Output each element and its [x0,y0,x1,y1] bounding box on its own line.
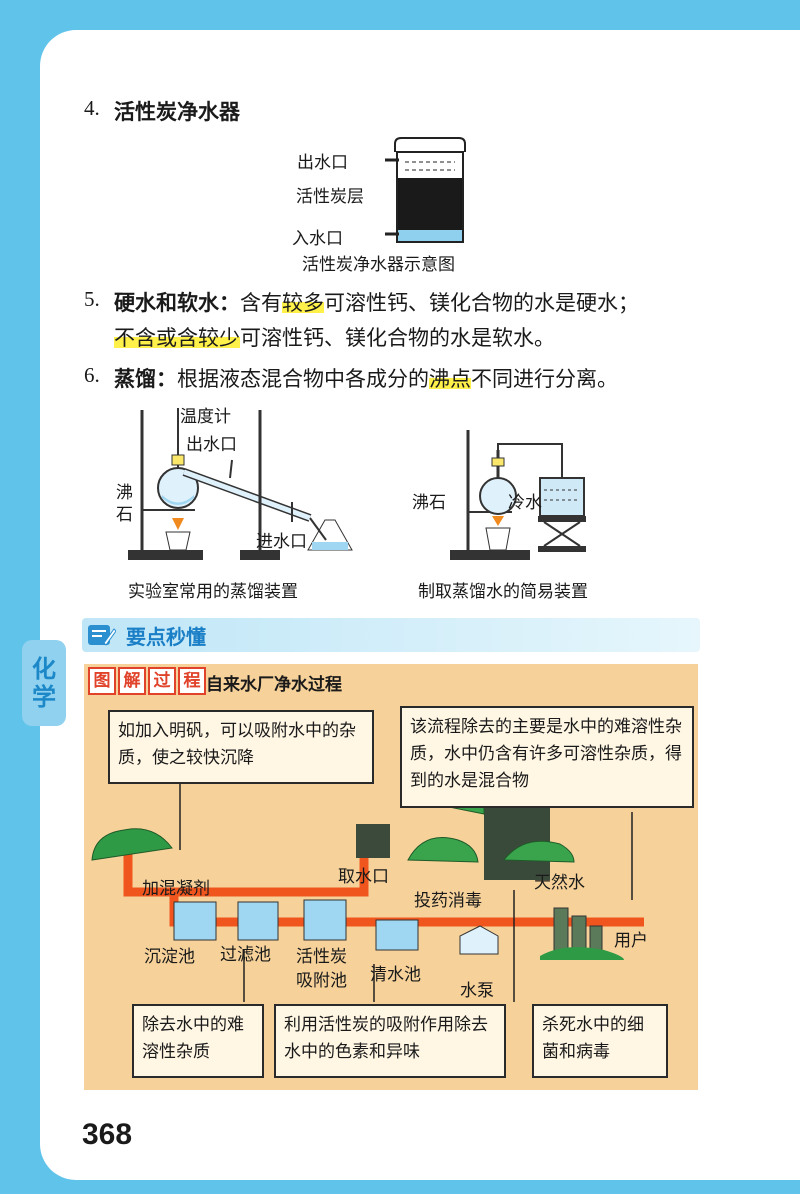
flow-title: 自来水厂净水过程 [206,675,342,695]
flow-badge-char-2: 解 [118,667,146,695]
item6-line: 蒸馏：根据液态混合物中各成分的沸点不同进行分离。 [114,363,618,393]
item5-colon: ： [219,291,240,315]
item5-number: 5. [84,287,100,311]
distill-inlet-label: 进水口 [256,532,307,552]
carbon-note-box: 利用活性炭的吸附作用除去水中的色素和异味 [274,1004,506,1078]
section-header-bar [82,618,700,652]
page-number: 368 [82,1118,133,1151]
insoluble-note-box: 除去水中的难溶性杂质 [132,1004,264,1078]
intake-label: 取水口 [338,867,389,887]
simple-distillation-figure [450,430,586,560]
section-title: 要点秒懂 [126,625,206,649]
carbon-tank-label-1: 活性炭 [296,947,347,967]
filter-outlet-label: 出水口 [297,153,348,173]
filter-caption: 活性炭净水器示意图 [302,255,455,275]
item4-title: 活性炭净水器 [114,100,240,124]
simple-distillation-caption: 制取蒸馏水的简易装置 [418,582,588,602]
item6-term: 蒸馏 [114,367,156,391]
section-pencil-icon [88,625,116,646]
filter-layer-label: 活性炭层 [296,187,364,207]
filter-tank-label: 过滤池 [220,945,271,965]
distill-outlet-label: 出水口 [186,435,237,455]
thermometer-label: 温度计 [180,407,231,427]
item5-line2: 不含或含较少可溶性钙、镁化合物的水是软水。 [114,322,555,352]
flow-badge-char-3: 过 [148,667,176,695]
item5-highlight-less: 不含或含较少 [114,326,240,350]
subject-tab: 化 学 [22,640,66,726]
item4-number: 4. [84,96,100,120]
item5-line1: 硬水和软水：含有较多可溶性钙、镁化合物的水是硬水； [114,287,639,317]
item6-colon: ： [156,367,177,391]
subject-tab-char-1: 化 [32,655,56,683]
kill-note-box: 杀死水中的细菌和病毒 [532,1004,668,1078]
cold-water-label: 冷水 [508,493,542,513]
simple-stone-label: 沸石 [412,493,446,513]
item5-text-c: 可溶性钙、镁化合物的水是软水。 [240,326,555,350]
item6-text-a: 根据液态混合物中各成分的 [177,367,429,391]
item6-number: 6. [84,363,100,387]
natural-water-label: 天然水 [534,873,585,893]
item6-text-b: 不同进行分离。 [471,367,618,391]
carbon-filter-figure [385,137,466,243]
flow-badge: 图 解 过 程 [88,667,206,695]
lab-distillation-figure [128,408,353,560]
boiling-stone-label-1: 沸 [116,483,133,503]
carbon-tank-label-2: 吸附池 [296,971,347,991]
clear-tank-label: 清水池 [370,965,421,985]
boiling-stone-label-2: 石 [116,505,133,525]
subject-tab-char-2: 学 [32,683,56,711]
alum-note-box: 如加入明矾，可以吸附水中的杂质，使之较快沉降 [108,710,374,784]
filter-inlet-label: 入水口 [292,229,343,249]
summary-note-box: 该流程除去的主要是水中的难溶性杂质，水中仍含有许多可溶性杂质，得到的水是混合物 [400,706,694,808]
item6-highlight-boiling: 沸点 [429,367,471,391]
flow-badge-char-4: 程 [178,667,206,695]
disinfect-label: 投药消毒 [414,891,482,911]
user-label: 用户 [614,931,648,951]
flow-badge-char-1: 图 [88,667,116,695]
lab-distillation-caption: 实验室常用的蒸馏装置 [128,582,298,602]
pump-label: 水泵 [460,981,494,1001]
item5-term: 硬水和软水 [114,291,219,315]
item5-text-b: 可溶性钙、镁化合物的水是硬水； [324,291,639,315]
item5-highlight-more: 较多 [282,291,324,315]
sedimentation-tank-label: 沉淀池 [144,947,195,967]
item5-text-a: 含有 [240,291,282,315]
water-plant-pipes [91,760,644,1002]
coagulant-label: 加混凝剂 [142,879,210,899]
